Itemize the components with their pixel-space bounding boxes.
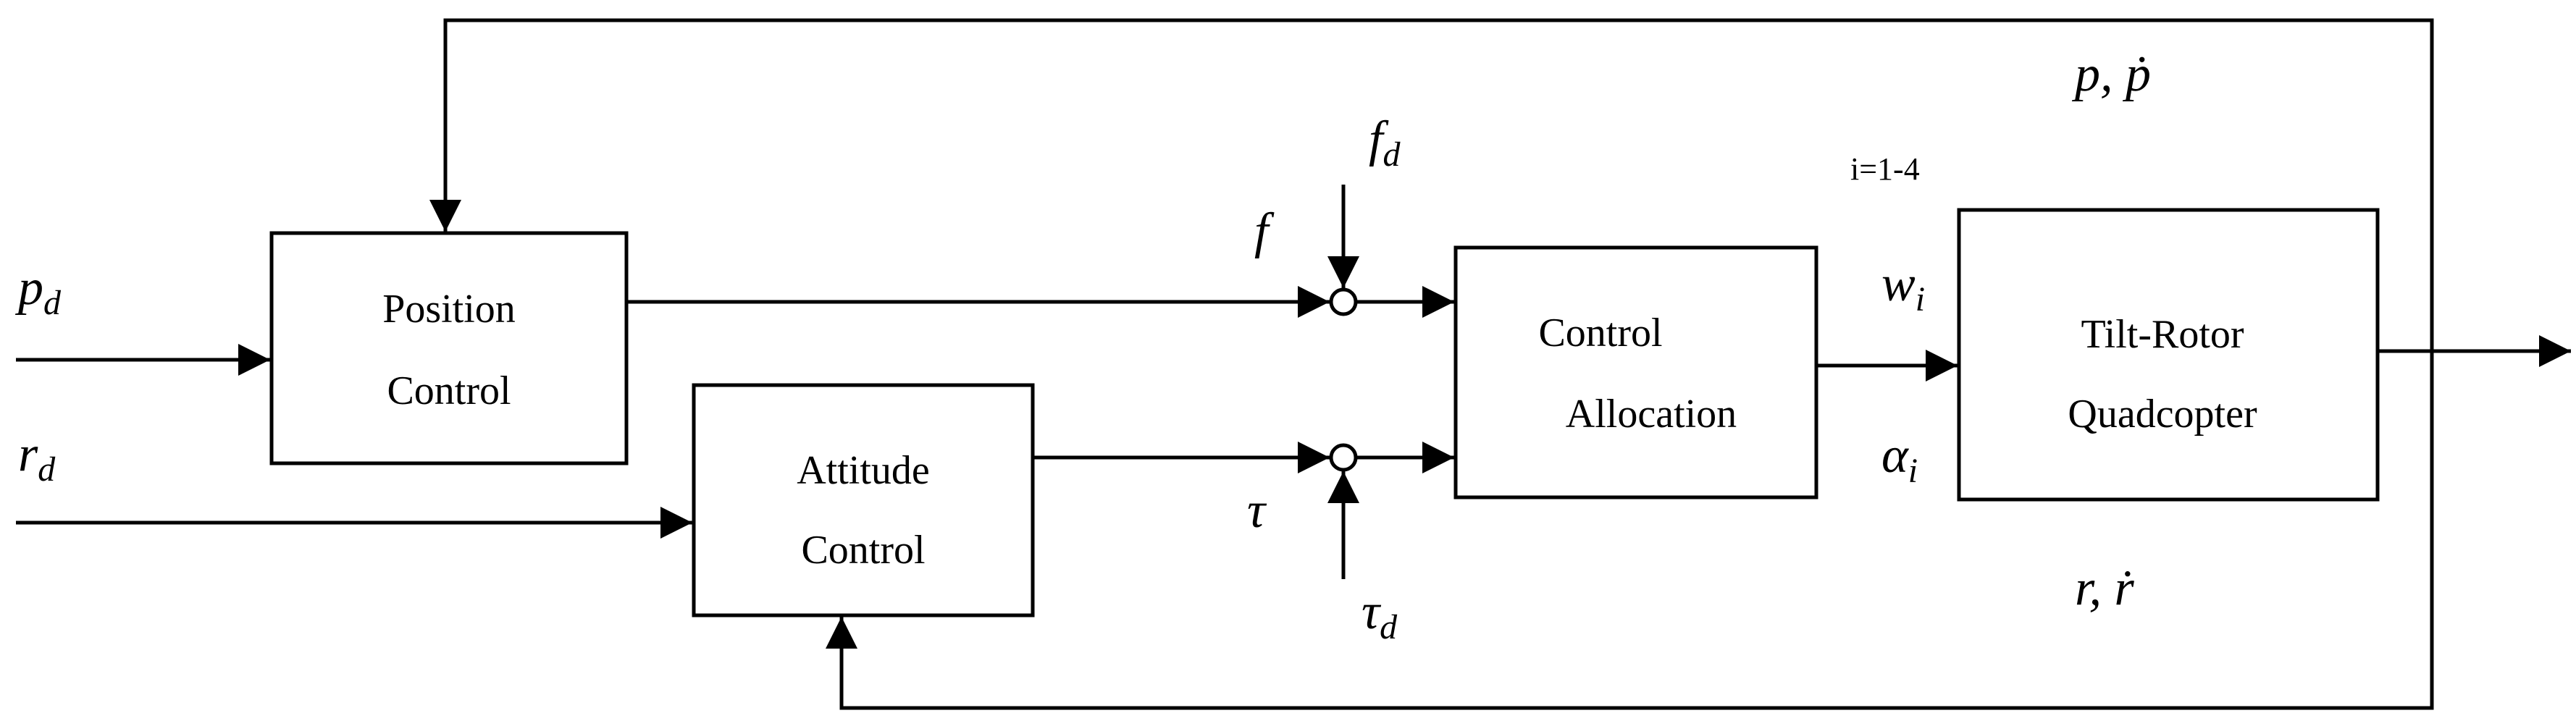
tilt-rotor-quadcopter-block: Tilt-Rotor Quadcopter [1957, 208, 2380, 502]
rd-label: rd [18, 426, 56, 489]
control-allocation-label-line1: Control [1538, 311, 1662, 355]
position-control-label-line1: Position [382, 287, 516, 332]
quadcopter-label-line1: Tilt-Rotor [2081, 312, 2244, 357]
torque-summing-junction [1329, 443, 1358, 472]
control-allocation-label-line2: Allocation [1566, 392, 1737, 437]
control-allocation-block: Control Allocation [1453, 245, 1818, 499]
taud-label: τd [1362, 584, 1398, 646]
position-control-block: Position Control [269, 231, 629, 465]
position-feedback-loop [429, 18, 2434, 351]
position-control-label-line2: Control [387, 368, 511, 413]
p-pdot-label: p, ṗ [2071, 46, 2151, 102]
alphai-label: αi [1881, 428, 1918, 490]
attitude-control-label-line2: Control [801, 528, 925, 573]
attitude-control-block: Attitude Control [692, 383, 1035, 617]
attitude-control-label-line1: Attitude [797, 448, 930, 493]
quadcopter-label-line2: Quadcopter [2068, 392, 2257, 437]
fd-label: fd [1369, 111, 1401, 174]
pd-label: pd [14, 260, 62, 322]
attitude-feedback-loop [826, 351, 2434, 710]
f-label: f [1254, 203, 1275, 259]
index-range-label: i=1-4 [1850, 151, 1920, 187]
force-summing-junction [1329, 287, 1358, 316]
r-rdot-label: r, ṙ [2075, 560, 2134, 616]
tau-label: τ [1247, 483, 1267, 539]
wi-label: wi [1881, 256, 1925, 319]
